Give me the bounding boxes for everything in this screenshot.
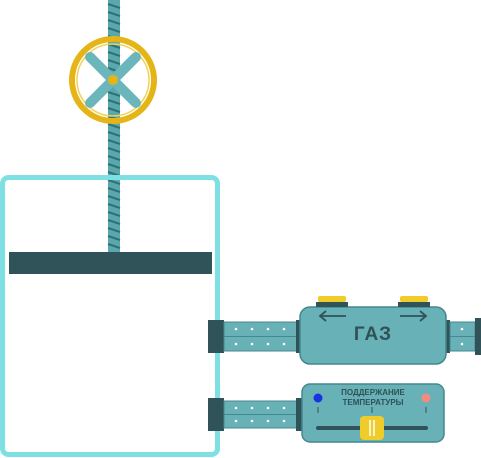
gas-outlet-pipe bbox=[444, 318, 481, 355]
cold-indicator-dot bbox=[313, 393, 323, 403]
temperature-pipe bbox=[208, 398, 302, 431]
cylinder-piston[interactable] bbox=[9, 252, 212, 274]
handwheel-icon[interactable] bbox=[69, 36, 157, 124]
gas-valve-left-button[interactable] bbox=[318, 296, 346, 302]
hot-indicator-dot bbox=[421, 393, 431, 403]
gas-pipe bbox=[208, 320, 302, 353]
gas-valve-right-button[interactable] bbox=[400, 296, 428, 302]
temperature-panel bbox=[301, 383, 445, 443]
gas-box[interactable] bbox=[299, 296, 447, 365]
arrow-left-icon bbox=[318, 310, 346, 322]
temperature-slider-handle[interactable] bbox=[360, 416, 384, 440]
arrow-right-icon bbox=[400, 310, 428, 322]
cylinder-outline bbox=[0, 175, 220, 457]
